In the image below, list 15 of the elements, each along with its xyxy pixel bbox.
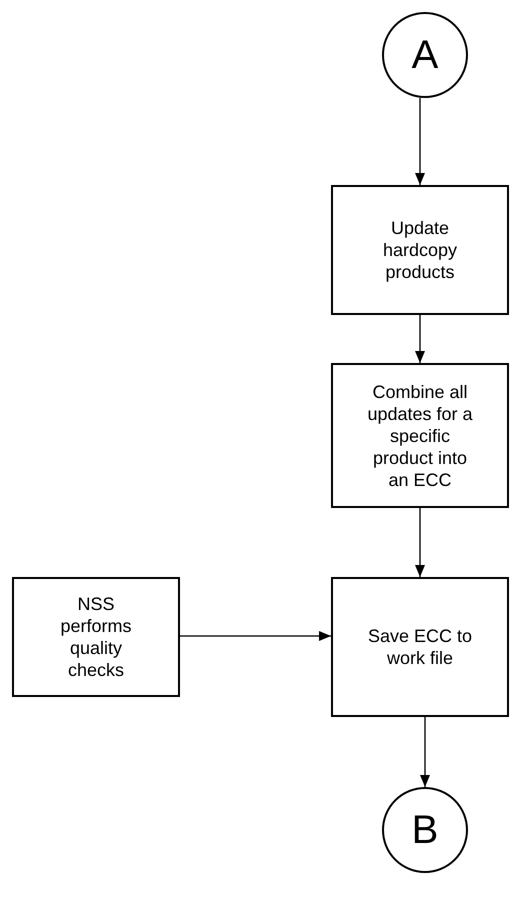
box-label: NSS performs quality checks <box>59 593 132 681</box>
box-label: Update hardcopy products <box>382 217 458 283</box>
process-box <box>331 577 509 717</box>
box-label: Combine all updates for a specific product into an ECC <box>366 380 474 490</box>
process-box <box>12 577 180 697</box>
arrow <box>180 631 331 641</box>
arrow <box>415 315 425 363</box>
arrow <box>415 508 425 577</box>
connector-letter: A <box>412 35 438 75</box>
box-label: Save ECC to work file <box>366 625 474 669</box>
connector-letter: B <box>412 810 438 850</box>
process-box <box>331 185 509 315</box>
process-box <box>331 363 509 508</box>
arrow <box>420 717 430 787</box>
arrow <box>415 98 425 185</box>
